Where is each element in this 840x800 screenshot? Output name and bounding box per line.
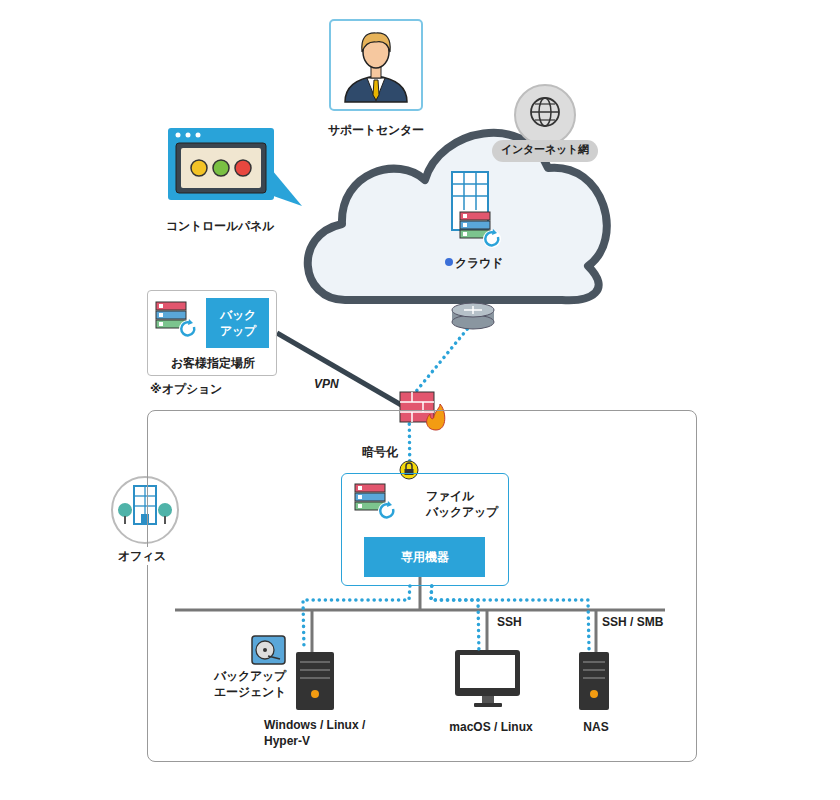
node-text: バック アップ	[206, 298, 269, 348]
node-text: ファイル バックアップ	[426, 488, 506, 520]
node-text: お客様指定場所	[148, 355, 278, 371]
node-text: サポートセンター	[306, 122, 446, 138]
data-flow	[409, 305, 473, 473]
agent-label: バックアップ エージェント	[214, 668, 294, 700]
appliance: 専用機器	[364, 537, 485, 577]
node-text: NAS	[561, 719, 631, 735]
edge-label: SSH	[495, 614, 524, 630]
windows-server: Windows / Linux / Hyper-V	[256, 649, 381, 757]
edge-label: SSH / SMB	[600, 614, 665, 630]
internet: インターネット網	[488, 85, 602, 165]
option-note: ※オプション	[150, 381, 240, 397]
firewall-icon	[400, 392, 445, 430]
node-text: インターネット網	[492, 142, 598, 157]
data-flow	[303, 586, 410, 649]
nas: NAS	[561, 649, 631, 739]
control-panel: コントロールパネル	[150, 125, 290, 237]
router-icon	[452, 303, 494, 329]
node-text: オフィス	[108, 547, 176, 565]
node-text: macOS / Linux	[436, 719, 546, 735]
server-icon	[296, 652, 334, 710]
bullet-dot	[445, 258, 453, 266]
node-text: 専用機器	[364, 537, 485, 577]
customer-site: お客様指定場所 バック アップ	[147, 290, 277, 376]
lock-icon	[400, 461, 418, 479]
cloud-building	[452, 172, 501, 248]
file-backup: ファイル バックアップ専用機器	[341, 473, 509, 586]
lan-bus	[175, 575, 665, 652]
mac-linux: macOS / Linux	[436, 649, 546, 739]
edge-label: VPN	[312, 376, 341, 392]
nas-icon	[579, 652, 609, 710]
node-text: Windows / Linux / Hyper-V	[264, 717, 382, 749]
monitor-icon	[455, 650, 520, 707]
support-icon	[330, 20, 422, 110]
backup-box: バック アップ	[206, 298, 269, 348]
office: オフィスファイル バックアップ専用機器Windows / Linux / Hyp…	[147, 410, 697, 762]
internet-globe	[492, 85, 598, 162]
backup-icon	[156, 302, 197, 338]
data-flow	[431, 586, 589, 649]
node-text: コントロールパネル	[150, 218, 290, 234]
cloud: クラウド	[295, 105, 625, 305]
vpn-line	[277, 333, 410, 410]
control-panel-icon	[168, 128, 302, 206]
node-text: クラウド	[455, 255, 545, 271]
cloud-outline	[308, 133, 607, 300]
data-flow	[431, 586, 479, 649]
office-icon	[112, 477, 178, 543]
backup-icon	[355, 484, 396, 520]
encryption-label: 暗号化	[362, 444, 402, 460]
disk-icon	[252, 636, 285, 664]
support-center: サポートセンター	[306, 20, 446, 142]
